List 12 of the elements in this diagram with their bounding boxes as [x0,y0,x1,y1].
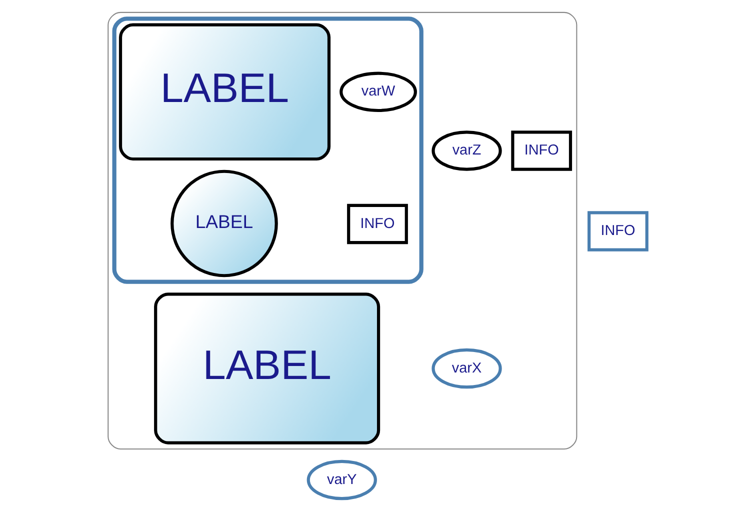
cluster [112,16,423,284]
node-box: LABEL [154,292,380,444]
node-box: INFO [346,204,408,244]
cluster [107,12,577,450]
node-box: INFO [510,130,572,171]
node-box: LABEL [118,23,330,161]
node-ellipse: varX [431,348,502,389]
node-ellipse: varY [306,460,376,500]
node-ellipse: varW [339,72,416,112]
node-ellipse: varZ [431,130,502,171]
node-circle: LABEL [170,170,278,278]
node-box: INFO [587,211,648,252]
